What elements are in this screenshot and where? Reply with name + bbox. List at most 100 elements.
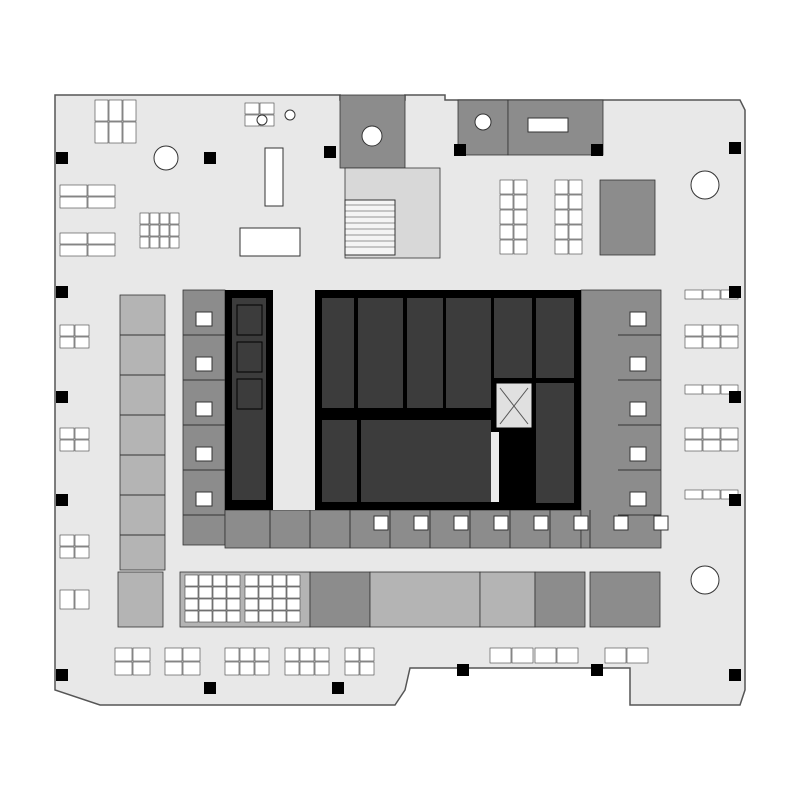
desk bbox=[198, 610, 213, 623]
round-table bbox=[361, 125, 383, 147]
desk bbox=[94, 121, 109, 144]
desk bbox=[568, 224, 583, 240]
desk bbox=[702, 336, 721, 349]
structural-column bbox=[729, 669, 741, 681]
desk bbox=[720, 439, 739, 452]
desk bbox=[132, 647, 151, 662]
structural-column bbox=[457, 664, 469, 676]
structural-column bbox=[454, 144, 466, 156]
desk bbox=[702, 289, 721, 300]
office-desk bbox=[195, 311, 213, 327]
desk bbox=[74, 324, 90, 337]
desk bbox=[74, 589, 90, 610]
desk bbox=[212, 610, 227, 623]
desk bbox=[239, 647, 255, 662]
structural-column bbox=[204, 682, 216, 694]
office-desk bbox=[613, 515, 629, 531]
desk bbox=[59, 534, 75, 547]
service-room bbox=[361, 420, 491, 502]
structural-column bbox=[56, 391, 68, 403]
structural-column bbox=[204, 152, 216, 164]
desk bbox=[87, 196, 116, 209]
office-desk bbox=[493, 515, 509, 531]
elevator-3 bbox=[236, 378, 263, 410]
desk bbox=[568, 209, 583, 225]
desk bbox=[139, 236, 150, 249]
elevator-shafts bbox=[232, 298, 266, 500]
office-desk bbox=[453, 515, 469, 531]
office-desk bbox=[573, 515, 589, 531]
desk bbox=[184, 598, 199, 611]
desk bbox=[720, 324, 739, 337]
desk bbox=[184, 610, 199, 623]
desk bbox=[59, 336, 75, 349]
office-desk bbox=[195, 401, 213, 417]
room bbox=[224, 509, 582, 549]
desk bbox=[149, 224, 160, 237]
desk bbox=[684, 489, 703, 500]
desk bbox=[59, 439, 75, 452]
desk bbox=[702, 439, 721, 452]
restroom-men bbox=[358, 298, 403, 408]
desk bbox=[244, 102, 260, 115]
desk bbox=[513, 239, 528, 255]
desk bbox=[513, 224, 528, 240]
desk bbox=[344, 647, 360, 662]
desk bbox=[122, 121, 137, 144]
desk bbox=[513, 209, 528, 225]
desk bbox=[258, 610, 273, 623]
desk bbox=[286, 574, 301, 587]
desk bbox=[254, 661, 270, 676]
structural-column bbox=[324, 146, 336, 158]
structural-column bbox=[729, 494, 741, 506]
office-desk bbox=[629, 401, 647, 417]
desk bbox=[159, 212, 170, 225]
desk bbox=[59, 232, 88, 245]
desk bbox=[212, 586, 227, 599]
stair-west bbox=[322, 420, 357, 502]
room bbox=[309, 571, 371, 628]
desk bbox=[684, 427, 703, 440]
desk bbox=[568, 194, 583, 210]
desk bbox=[272, 574, 287, 587]
office-desk bbox=[373, 515, 389, 531]
office-desk bbox=[533, 515, 549, 531]
desk bbox=[224, 647, 240, 662]
desk bbox=[344, 661, 360, 676]
desk bbox=[513, 194, 528, 210]
structural-column bbox=[729, 142, 741, 154]
desk bbox=[702, 427, 721, 440]
lounge-seating bbox=[239, 227, 301, 257]
desk bbox=[272, 610, 287, 623]
structural-column bbox=[56, 494, 68, 506]
desk bbox=[684, 324, 703, 337]
desk bbox=[568, 239, 583, 255]
desk bbox=[198, 586, 213, 599]
room bbox=[599, 179, 656, 256]
desk bbox=[254, 647, 270, 662]
desk bbox=[314, 647, 330, 662]
desk bbox=[59, 196, 88, 209]
desk bbox=[108, 99, 123, 122]
desk bbox=[258, 586, 273, 599]
round-table bbox=[256, 114, 268, 126]
office-desk bbox=[629, 311, 647, 327]
stair-east bbox=[536, 298, 574, 378]
room bbox=[580, 289, 662, 549]
structural-column bbox=[56, 286, 68, 298]
desk bbox=[554, 224, 569, 240]
rooms bbox=[117, 94, 662, 628]
structural-column bbox=[729, 286, 741, 298]
elevator-lobby bbox=[273, 290, 315, 510]
desk bbox=[244, 610, 259, 623]
desk bbox=[87, 232, 116, 245]
desk bbox=[499, 194, 514, 210]
desk bbox=[139, 224, 150, 237]
desk bbox=[284, 647, 300, 662]
desk bbox=[626, 647, 649, 664]
desk bbox=[87, 244, 116, 257]
desk bbox=[684, 384, 703, 395]
desk bbox=[239, 661, 255, 676]
desk bbox=[499, 209, 514, 225]
